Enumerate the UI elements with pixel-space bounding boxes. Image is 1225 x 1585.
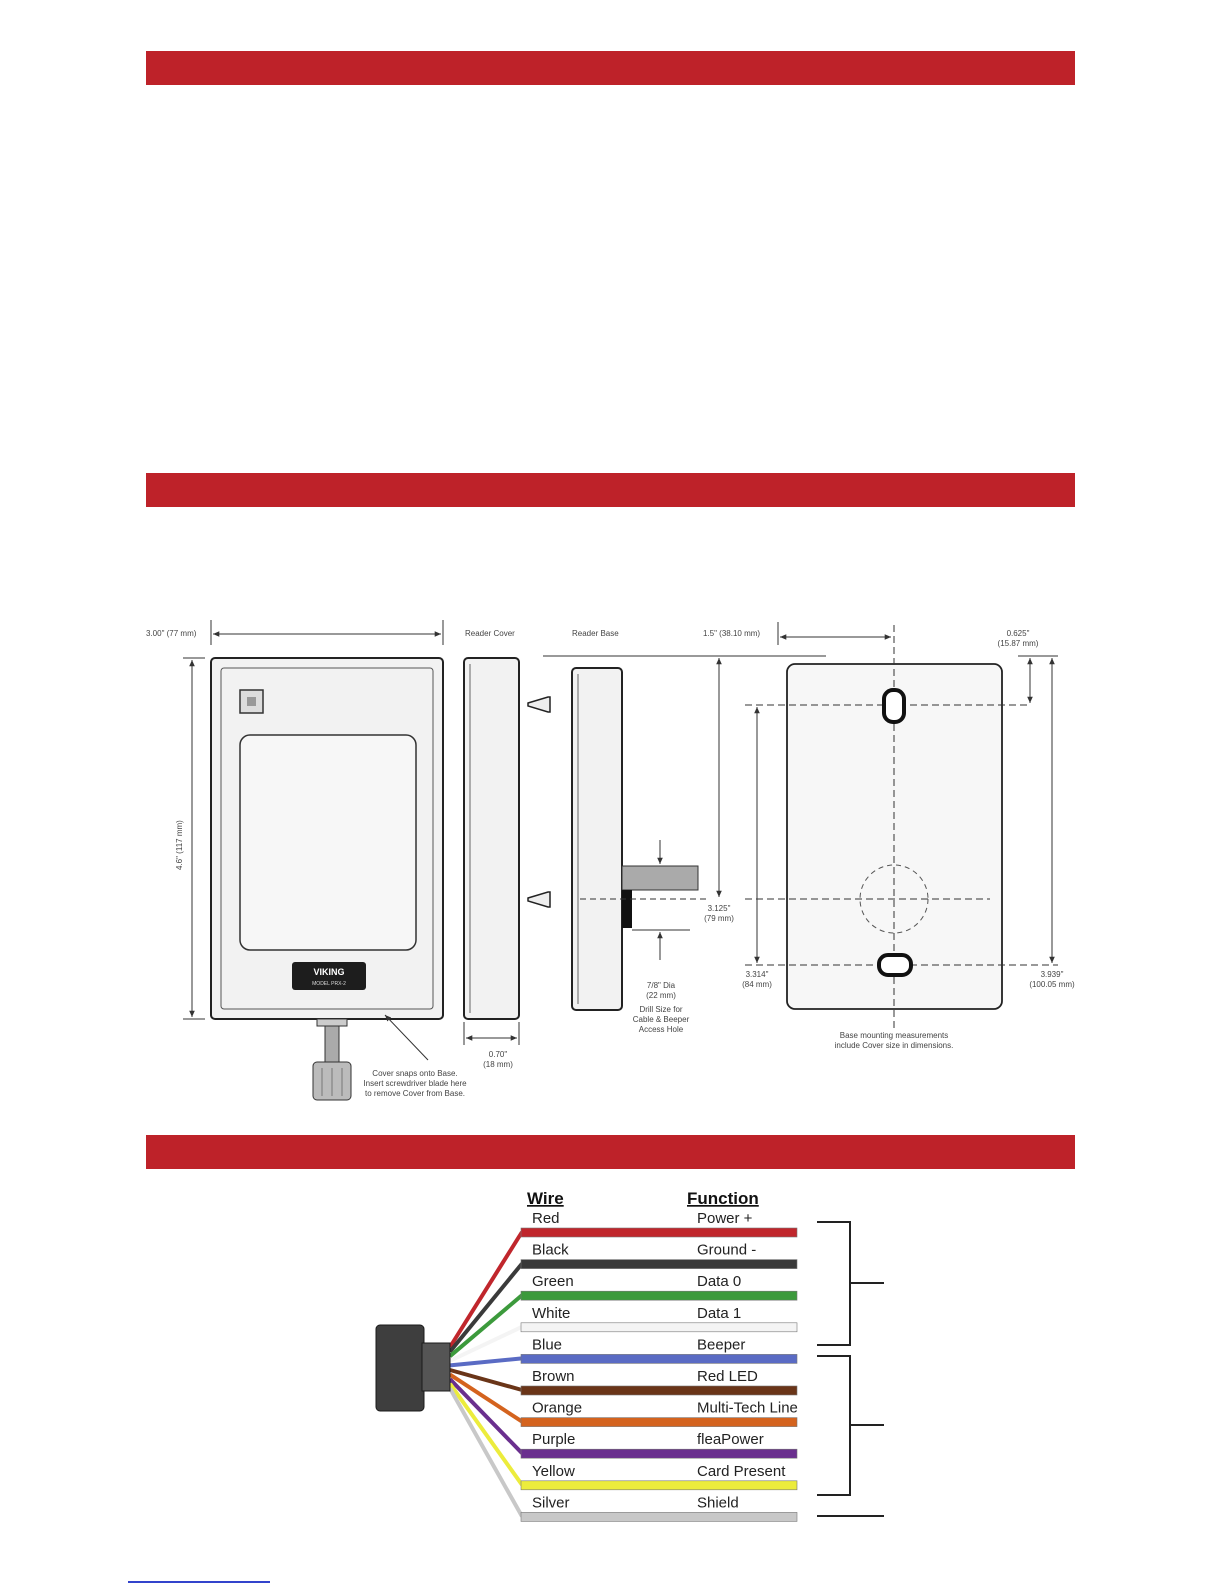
wire-bar-white	[520, 1322, 798, 1333]
wire-fan-black	[448, 1262, 524, 1353]
wire-name-label: Brown	[532, 1368, 575, 1385]
card-read-area	[239, 734, 417, 951]
wire-fan-purple	[448, 1377, 524, 1455]
wire-bar-brown	[520, 1385, 798, 1396]
hole-label-line-1: 7/8" Dia	[647, 981, 676, 990]
wire-name-label: Green	[532, 1273, 574, 1290]
logo-model: MODEL PRX-2	[312, 981, 346, 987]
section-header-bar-1	[146, 51, 1075, 85]
reader-base-side	[571, 667, 623, 1011]
wire-bar-green	[520, 1290, 798, 1301]
wire-bar-purple	[520, 1448, 798, 1459]
wire-name-label: White	[532, 1305, 570, 1322]
wire-fan-silver	[448, 1387, 524, 1518]
wire-name-label: Blue	[532, 1336, 562, 1353]
connector-housing	[375, 1324, 425, 1412]
depth-label-line-1: 0.70"	[489, 1050, 508, 1059]
wire-bar-black	[520, 1259, 798, 1269]
logo-text: VIKING	[313, 967, 344, 977]
wire-function-label: fleaPower	[697, 1431, 764, 1448]
wire-column-header: Wire	[527, 1189, 564, 1208]
hole-label-line-2: (22 mm)	[646, 991, 676, 1000]
wire-bar-blue	[520, 1354, 798, 1364]
mounting-screw-top	[527, 696, 551, 713]
wire-name-label: Red	[532, 1210, 560, 1227]
hole-label-line-3: Drill Size for	[639, 1005, 682, 1014]
base-offset-label: 1.5" (38.10 mm)	[703, 629, 760, 638]
dim-3939-line-1: 3.939"	[1041, 970, 1064, 979]
depth-label-line-2: (18 mm)	[483, 1060, 513, 1069]
dim-3125-line-2: (79 mm)	[704, 914, 734, 923]
wire-function-label: Power +	[697, 1210, 753, 1227]
reader-cover-side	[463, 657, 520, 1020]
wire-function-label: Red LED	[697, 1368, 758, 1385]
reader-cover-label: Reader Cover	[465, 629, 515, 638]
section-header-bar-2	[146, 473, 1075, 507]
dim-3314-line-1: 3.314"	[746, 970, 769, 979]
wire-bar-orange	[520, 1417, 798, 1427]
wire-function-label: Multi-Tech Line	[697, 1400, 798, 1417]
function-column-header: Function	[687, 1189, 759, 1208]
wire-fan-yellow	[448, 1382, 524, 1486]
bracket-group-1	[817, 1221, 851, 1346]
wire-fan-blue	[449, 1356, 523, 1368]
footer-link-underline	[128, 1581, 270, 1583]
wire-bar-yellow	[520, 1480, 798, 1491]
wire-fan-orange	[448, 1372, 524, 1424]
wire-bar-red	[520, 1227, 798, 1238]
cover-note-line-2: Insert screwdriver blade here	[363, 1079, 467, 1088]
wire-function-label: Beeper	[697, 1336, 745, 1353]
mounting-screw-bottom	[527, 891, 551, 908]
base-note-line-2: include Cover size in dimensions.	[835, 1041, 954, 1050]
wire-name-label: Silver	[532, 1494, 570, 1511]
dim-3314-line-2: (84 mm)	[742, 980, 772, 989]
wire-name-label: Black	[532, 1242, 569, 1259]
top-offset-label-line-1: 0.625"	[1007, 629, 1030, 638]
section-header-bar-3	[146, 1135, 1075, 1169]
wire-function-label: Data 0	[697, 1273, 741, 1290]
dim-3125-line-1: 3.125"	[708, 904, 731, 913]
width-dimension-label: 3.00" (77 mm)	[146, 629, 197, 638]
wire-bar-silver	[520, 1512, 798, 1522]
wire-name-label: Yellow	[532, 1463, 575, 1480]
wire-fan-brown	[449, 1368, 523, 1392]
wall-section	[621, 865, 699, 891]
cover-note-line-1: Cover snaps onto Base.	[372, 1069, 457, 1078]
wire-name-label: Purple	[532, 1431, 575, 1448]
wire-function-label: Ground -	[697, 1242, 756, 1259]
connector-neck	[421, 1342, 451, 1392]
cable-hole	[622, 890, 632, 928]
wire-name-label: Orange	[532, 1400, 582, 1417]
wire-fan-white	[449, 1324, 523, 1363]
top-offset-label-line-2: (15.87 mm)	[998, 639, 1039, 648]
wire-fan-red	[448, 1230, 524, 1349]
reader-base-label: Reader Base	[572, 629, 619, 638]
bracket-group-2	[817, 1355, 851, 1496]
wire-function-label: Card Present	[697, 1463, 786, 1480]
hole-label-line-4: Cable & Beeper	[633, 1015, 690, 1024]
wire-function-label: Data 1	[697, 1305, 741, 1322]
access-hole-outline	[859, 864, 929, 934]
height-dimension-label: 4.6" (117 mm)	[175, 820, 184, 870]
viking-logo-plate	[292, 962, 366, 990]
keyhole-slot-bottom	[877, 953, 913, 977]
wires-group: Red Power + Black Ground - Green Data 0 White D…	[448, 1210, 798, 1522]
dim-3939-line-2: (100.05 mm)	[1029, 980, 1075, 989]
hole-label-line-5: Access Hole	[639, 1025, 684, 1034]
base-note-line-1: Base mounting measurements	[840, 1031, 949, 1040]
keyhole-slot-top	[882, 688, 906, 724]
wire-fan-green	[448, 1293, 524, 1358]
wire-function-label: Shield	[697, 1494, 739, 1511]
cover-note-line-3: to remove Cover from Base.	[365, 1089, 465, 1098]
